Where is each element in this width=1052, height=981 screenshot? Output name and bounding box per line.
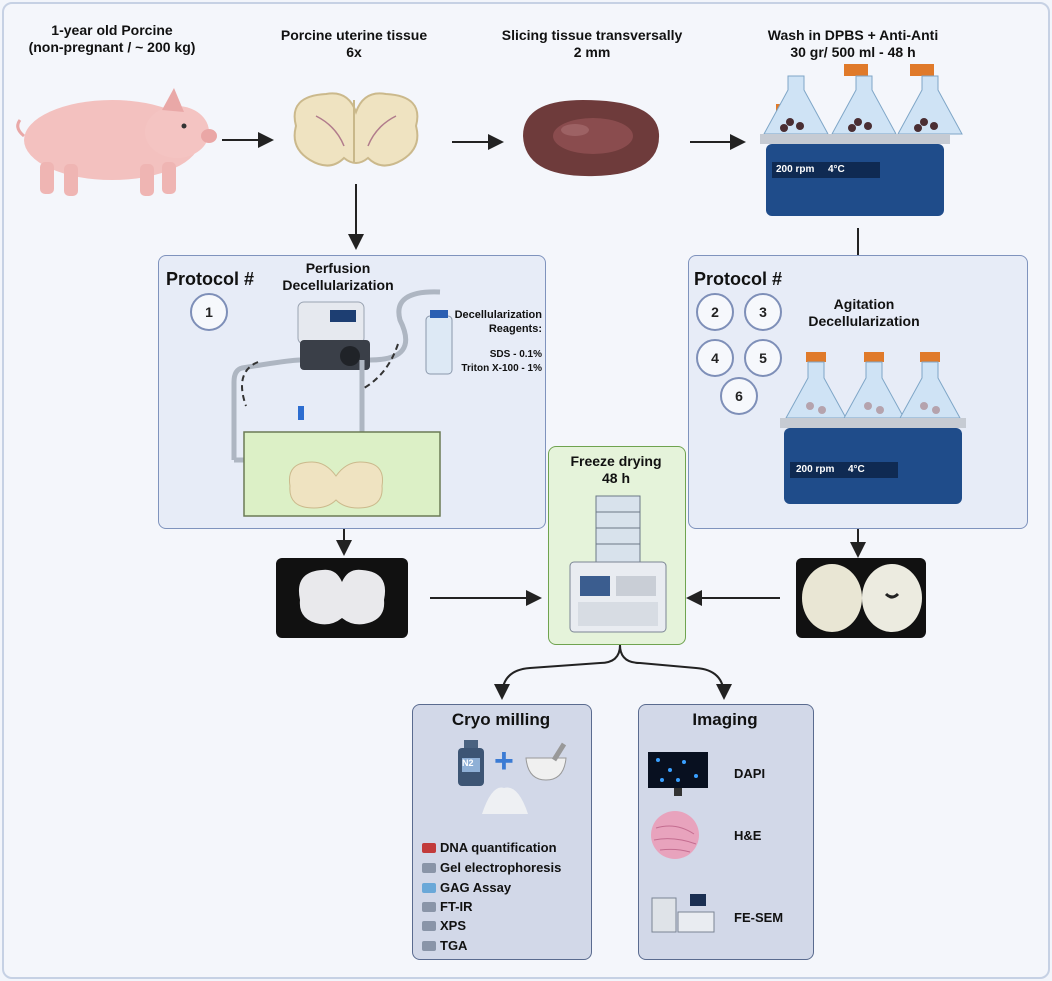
assay-dna-quantification: DNA quantification (440, 840, 557, 855)
dapi-monitor-icon (648, 752, 708, 796)
assay-gag-assay: GAG Assay (440, 880, 512, 895)
decellularized-slices-image (796, 558, 926, 638)
protocol-left-heading: Protocol # (166, 269, 255, 289)
protocol-number-5: 5 (744, 339, 782, 377)
imaging-he-label: H&E (734, 828, 762, 843)
perfusion-bath-icon (243, 431, 441, 517)
gel-electrophoresis-icon (422, 863, 436, 873)
assay-xps: XPS (440, 918, 467, 933)
protocol-number-1: 1 (190, 293, 228, 331)
agitation-display-rpm: 200 rpm (796, 464, 835, 475)
gag-assay-icon (422, 883, 436, 893)
pig-icon (16, 88, 217, 196)
imaging-dapi-label: DAPI (734, 766, 766, 781)
xps-icon (422, 921, 436, 931)
imaging-fesem-label: FE-SEM (734, 910, 784, 925)
assay-gel-electrophoresis: Gel electrophoresis (440, 860, 562, 875)
wash-display-rpm: 200 rpm (776, 164, 815, 175)
he-stain-icon (651, 811, 699, 859)
mortar-pestle-icon (525, 742, 567, 781)
fe-sem-icon (651, 894, 715, 933)
freeze-dryer-icon (569, 495, 667, 633)
reagent-sds: SDS - 0.1% (489, 349, 542, 360)
cryo-milling-title: Cryo milling (451, 710, 551, 729)
protocol-number-2: 2 (696, 293, 734, 331)
powder-icon (482, 787, 528, 814)
tissue-slice-icon (523, 100, 660, 177)
uterine-tissue-icon (293, 92, 419, 167)
plus-icon: + (494, 742, 514, 780)
agitation-display-temp: 4°C (848, 464, 865, 475)
nitrogen-dewar-icon (458, 740, 484, 786)
agitation-shaker-icon (780, 352, 966, 504)
protocol-right-heading: Protocol # (694, 269, 783, 289)
imaging-title: Imaging (692, 710, 758, 729)
assay-ft-ir: FT-IR (440, 899, 473, 914)
protocol-number-6: 6 (720, 377, 758, 415)
ft-ir-icon (422, 902, 436, 912)
protocol-number-3: 3 (744, 293, 782, 331)
tga-icon (422, 941, 436, 951)
reagent-triton: Triton X-100 - 1% (461, 363, 542, 374)
dna-quantification-icon (422, 843, 436, 853)
assay-tga: TGA (440, 938, 468, 953)
decellularized-uterus-image (276, 558, 408, 638)
shaker-with-flasks-icon (760, 64, 963, 216)
n2-label: N2 (462, 758, 474, 768)
wash-display-temp: 4°C (828, 164, 845, 175)
protocol-number-4: 4 (696, 339, 734, 377)
peristaltic-pump-icon (231, 289, 453, 463)
pig-title: 1-year old Porcine(non-pregnant / ~ 200 … (28, 22, 196, 55)
